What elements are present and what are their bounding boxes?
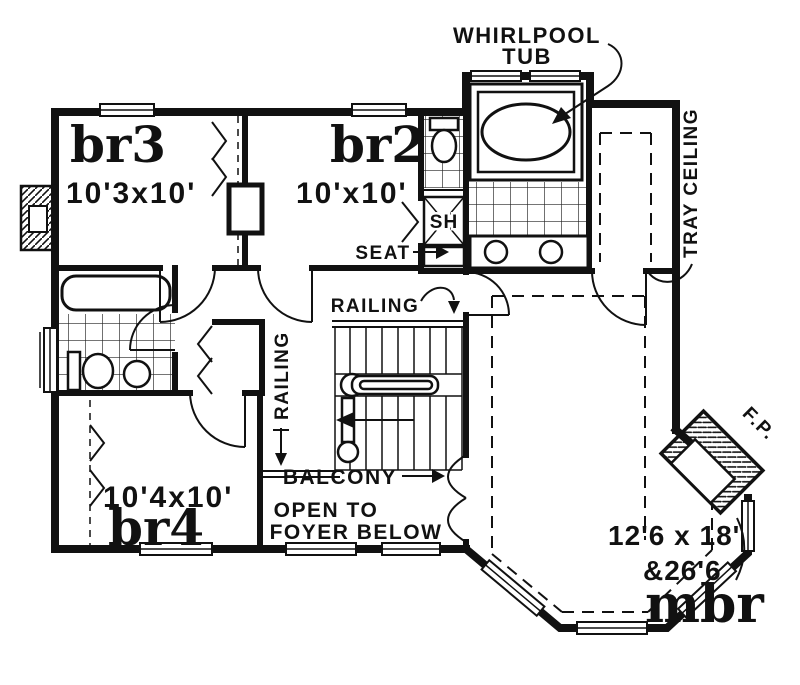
french-doors-mbr [447,454,467,543]
window [39,327,58,393]
window [741,500,755,552]
door-mbr-suite [591,270,647,326]
mbr-dims-brace [735,517,746,581]
tray-ceiling-dashes [491,132,713,613]
window [529,70,581,82]
door-mbr-hall [465,271,510,316]
door-br2 [257,267,313,323]
room-dims-br2: 10'x10' [296,177,408,210]
bifold-closet-br3 [211,121,228,197]
whirlpool-tub-label-2: TUB [502,44,552,69]
window [285,542,357,556]
room-dims2-mbr: &26'6 [643,555,722,586]
bifold-closet-hall [196,325,213,395]
windows [39,70,755,635]
toilet-master [428,116,460,164]
shower-label: SH [430,212,458,233]
toilet-tank [66,350,82,392]
sink [122,359,152,389]
balcony-railing [262,470,340,478]
leader-lines [273,43,746,581]
open-to-foyer-label-2: FOYER BELOW [270,521,443,544]
room-dims-br3: 10'3x10' [66,177,196,210]
room-label-mbr: mbr [645,574,764,635]
bifold-closet-br4 [89,400,106,545]
window [351,103,407,117]
master-vanity [468,234,590,270]
balcony-label: BALCONY [283,466,397,489]
chimney [19,184,57,252]
room-label-br4: br4 [108,498,204,557]
window [480,558,546,618]
shower [422,195,466,268]
tray-ceiling-leader [647,263,693,283]
whirlpool-tub [468,82,584,182]
fireplace-label: F.P. [738,403,780,445]
open-to-foyer-label: OPEN TO [274,499,379,522]
doors [89,121,647,545]
window [99,103,155,117]
room-label-br3: br3 [70,115,166,174]
stair-treads [349,327,447,470]
stairs [332,320,466,471]
railing-upper-leader [420,286,455,302]
whirlpool-tub-label: WHIRLPOOL [453,23,601,48]
window [381,542,441,556]
window [676,561,738,619]
whirlpool-leader [561,43,623,117]
window [139,542,213,556]
room-label-br2: br2 [330,115,426,174]
railing-label-lower: RAILING [272,331,293,420]
window [470,70,522,82]
room-dims-mbr: 12'6 x 18' [608,520,740,551]
railing-label-upper: RAILING [331,296,420,317]
seat-label: SEAT [355,243,410,264]
door-bath [129,304,176,351]
fireplace [658,408,766,516]
window [576,621,648,635]
interior-walls [52,101,679,552]
toilet-bowl [81,352,115,390]
stair-direction-arrow [336,412,414,428]
door-water-closet [401,201,420,243]
room-dims-br4: 10'4x10' [103,481,233,514]
hall-bath [60,274,172,392]
door-br4 [189,392,246,448]
stair-handrail [336,372,440,464]
tray-ceiling-label: TRAY CEILING [681,108,702,258]
door-br3 [159,267,216,323]
